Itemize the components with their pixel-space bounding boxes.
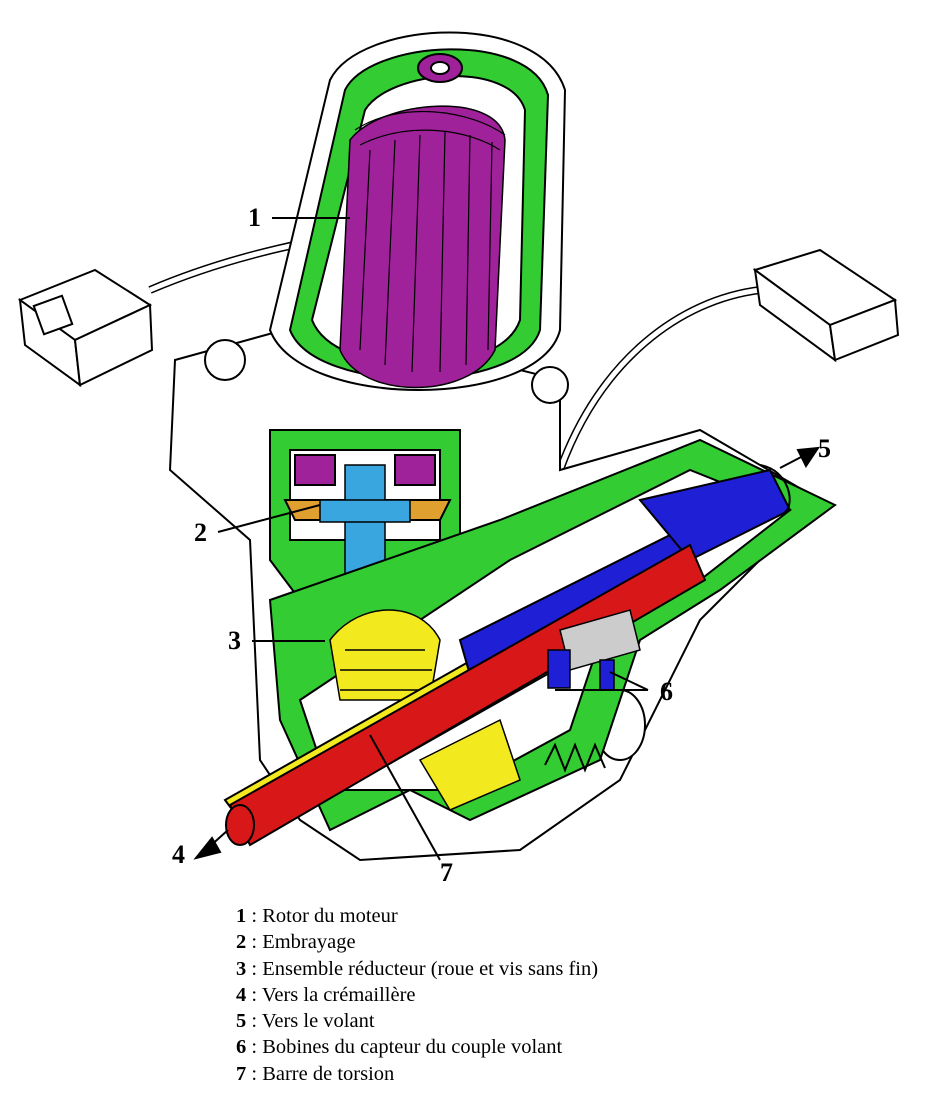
- callout-4: 4: [172, 840, 185, 869]
- leader-lines: [193, 217, 821, 861]
- legend-item: 5 : Vers le volant: [236, 1010, 375, 1033]
- torque-sensor-coils: [547, 609, 641, 691]
- callout-6: 6: [660, 677, 673, 706]
- power-steering-cutaway-diagram: [17, 31, 900, 862]
- legend-item: 4 : Vers la crémaillère: [236, 983, 416, 1006]
- legend: 1 : Rotor du moteur 2 : Embrayage 3 : En…: [236, 903, 836, 1087]
- right-connector: [556, 248, 900, 472]
- legend-item: 1 : Rotor du moteur: [236, 905, 398, 927]
- legend-item: 3 : Ensemble réducteur (roue et vis sans…: [236, 957, 599, 980]
- worm-wheel: [329, 609, 521, 811]
- input-shaft: [458, 464, 792, 677]
- callout-1: 1: [248, 203, 261, 232]
- callout-5: 5: [818, 434, 831, 463]
- motor-rotor: [339, 105, 506, 389]
- callout-7: 7: [440, 858, 453, 887]
- legend-item: 7 : Barre de torsion: [236, 1062, 395, 1085]
- preload-spring: [544, 742, 606, 773]
- legend-item: 2 : Embrayage: [236, 931, 356, 954]
- callout-3: 3: [228, 626, 241, 655]
- legend-item: 6 : Bobines du capteur du couple volant: [236, 1036, 563, 1059]
- callout-2: 2: [194, 518, 207, 547]
- output-end: [225, 804, 255, 846]
